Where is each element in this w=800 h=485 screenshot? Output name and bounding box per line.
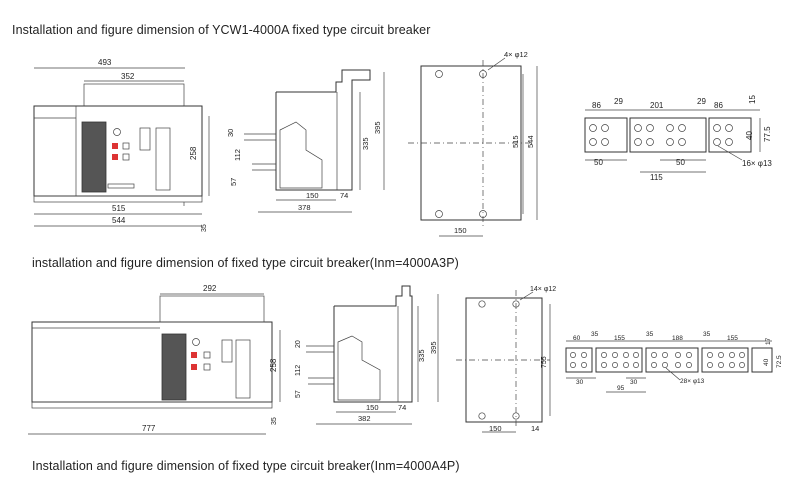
side-view-bottom (306, 285, 413, 403)
dim-front-top-w4: 544 (112, 216, 126, 225)
dim-side-bottom-a: 20 (295, 340, 302, 348)
dim-side-bottom-b: 112 (295, 365, 302, 376)
dim-side-top-c: 57 (229, 178, 238, 186)
dim-front-bottom-h1: 258 (269, 358, 278, 372)
dim-bus-bottom-d5: 188 (672, 335, 683, 342)
side-bottom-dims: 20 112 57 335 395 150 74 382 (295, 294, 439, 425)
dim-side-bottom-d3: 382 (358, 414, 371, 423)
dim-mount-bottom-w2: 14 (531, 424, 539, 433)
dim-bus-top-d7: 40 (745, 131, 754, 140)
dim-mount-top-h2: 544 (526, 135, 535, 148)
dim-bus-bottom-d9: 40 (763, 358, 770, 366)
dim-bus-bottom-d1: 60 (573, 335, 581, 342)
dim-bus-bottom-d3: 155 (614, 335, 625, 342)
dim-side-top-d1: 150 (306, 191, 319, 200)
dim-side-bottom-d2: 74 (398, 403, 406, 412)
dim-mount-bottom-h: 755 (541, 356, 548, 368)
dim-bus-top-d1: 86 (592, 101, 601, 110)
dim-bus-top-d3: 201 (650, 101, 664, 110)
dim-bus-bottom-d10: 72.5 (776, 355, 783, 368)
busbar-bottom (565, 347, 773, 373)
dim-bus-bottom-holes: 28× φ13 (680, 378, 705, 385)
dim-front-bottom-w1: 292 (203, 284, 217, 293)
dim-mount-top-w: 150 (454, 226, 467, 235)
front-bottom-dims: 292 258 35 777 (28, 284, 281, 435)
front-view-bottom (31, 295, 273, 409)
dim-side-top-h2: 395 (373, 121, 382, 134)
busbar-top (584, 117, 752, 153)
dim-bus-bottom-d11: 30 (576, 379, 584, 386)
dim-bus-top-d5: 86 (714, 101, 723, 110)
busbar-top-dims: 86 29 201 29 86 15 40 77.5 50 50 115 16×… (585, 95, 772, 182)
dim-side-top-h1: 335 (361, 137, 370, 150)
dim-mount-bottom-holes: 14× φ12 (530, 286, 556, 293)
dim-bus-bottom-d4: 35 (646, 331, 654, 338)
dim-front-top-w1: 493 (98, 58, 112, 67)
caption-top: Installation and figure dimension of YCW… (12, 23, 431, 37)
dim-front-top-w3: 515 (112, 204, 126, 213)
dim-front-top-h2: 35 (201, 224, 208, 232)
mount-bottom-dims: 14× φ12 755 150 14 (482, 286, 556, 433)
front-top-dims: 493 352 258 515 544 35 (34, 58, 210, 232)
dim-bus-bottom-d13: 95 (617, 385, 625, 392)
dim-front-bottom-w2: 777 (142, 424, 156, 433)
dim-side-bottom-d1: 150 (366, 403, 379, 412)
mount-plan-bottom (456, 290, 550, 428)
dim-front-bottom-h2: 35 (271, 417, 278, 425)
dim-bus-bottom-d6: 35 (703, 331, 711, 338)
dim-side-bottom-c: 57 (295, 390, 302, 398)
dim-mount-bottom-w1: 150 (489, 424, 502, 433)
dim-bus-bottom-d2: 35 (591, 331, 599, 338)
dim-bus-bottom-d8: 17 (765, 337, 772, 345)
dim-mount-top-h1: 515 (511, 135, 520, 148)
mount-plan-top (408, 60, 530, 226)
dim-bus-top-d8: 77.5 (763, 126, 772, 142)
dim-bus-top-d4: 29 (697, 97, 706, 106)
mount-top-dims: 4× φ12 515 544 150 (439, 50, 538, 237)
dim-side-top-a: 30 (226, 129, 235, 137)
caption-bottom: Installation and figure dimension of fix… (32, 459, 460, 473)
side-top-dims: 30 112 57 335 395 150 74 378 (226, 72, 385, 213)
dim-side-top-d3: 378 (298, 203, 311, 212)
dim-bus-top-holes: 16× φ13 (742, 159, 772, 168)
dim-side-bottom-h2: 395 (429, 341, 438, 354)
side-view-top (244, 69, 371, 191)
caption-middle: installation and figure dimension of fix… (32, 256, 459, 270)
busbar-bottom-dims: 60 35 155 35 188 35 155 17 40 72.5 30 30… (566, 331, 783, 393)
dim-bus-top-d6: 15 (748, 95, 757, 104)
dim-mount-top-holes: 4× φ12 (504, 50, 528, 59)
dim-front-top-h1: 258 (189, 146, 198, 160)
dim-side-top-d2: 74 (340, 191, 348, 200)
dim-bus-top-d9: 50 (594, 158, 603, 167)
dim-bus-top-d10: 50 (676, 158, 685, 167)
dim-front-top-w2: 352 (121, 72, 135, 81)
dim-bus-top-d11: 115 (650, 173, 663, 182)
dim-bus-top-d2: 29 (614, 97, 623, 106)
dim-side-top-b: 112 (233, 149, 242, 161)
dim-bus-bottom-d7: 155 (727, 335, 738, 342)
dim-bus-bottom-d12: 30 (630, 379, 638, 386)
front-view-top (33, 83, 203, 206)
dim-side-bottom-h1: 335 (417, 349, 426, 362)
